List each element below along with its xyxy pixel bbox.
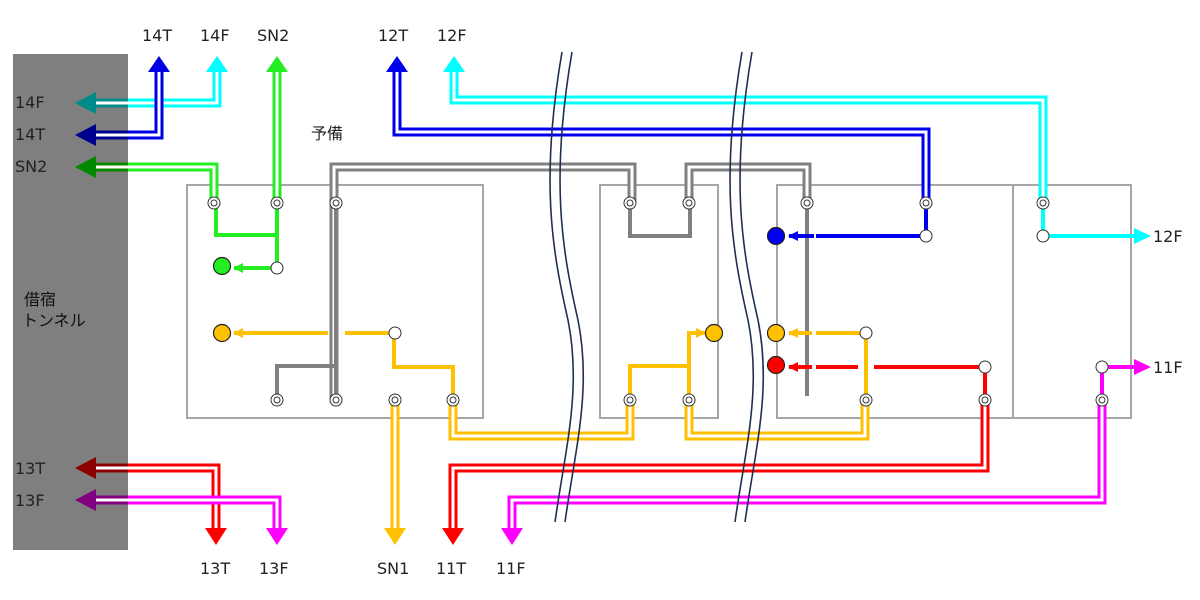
terminals (207, 196, 1109, 407)
label-top-14T: 14T (142, 26, 172, 45)
break-marks (549, 51, 765, 523)
label-bottom-11T: 11T (436, 559, 466, 578)
track-labels: 14T 14F SN2 12T 12F 14F 14T SN2 13T 13F … (15, 26, 1183, 578)
line-13F (75, 489, 288, 545)
label-bottom-13T: 13T (200, 559, 230, 578)
label-top-14F: 14F (200, 26, 230, 45)
line-13T (75, 457, 227, 545)
label-bottom-13F: 13F (259, 559, 289, 578)
tunnel-label-line2: トンネル (22, 311, 86, 330)
line-12T (386, 56, 931, 241)
lamp-red (766, 355, 786, 375)
label-bottom-11F: 11F (496, 559, 526, 578)
label-left-13T: 13T (15, 459, 45, 478)
label-right-11F: 11F (1153, 358, 1183, 377)
line-12F (443, 56, 1151, 244)
line-11F (501, 359, 1151, 545)
station-frames (186, 184, 1132, 419)
lamp-green (212, 256, 232, 276)
line-14F (75, 56, 228, 114)
line-SN1 (233, 328, 870, 545)
line-SN2 (75, 56, 288, 273)
label-left-14T: 14T (15, 125, 45, 144)
label-top-12T: 12T (378, 26, 408, 45)
tunnel-label-line1: 借宿 (24, 290, 56, 309)
label-left-SN2: SN2 (15, 157, 47, 176)
label-left-13F: 13F (15, 491, 45, 510)
spare-label: 予備 (311, 124, 343, 143)
label-top-SN2: SN2 (257, 26, 289, 45)
line-14T (75, 56, 170, 146)
lamp-amber-1 (212, 323, 232, 343)
label-right-12F: 12F (1153, 227, 1183, 246)
spare-lines (275, 162, 812, 400)
label-top-12F: 12F (437, 26, 467, 45)
lamp-blue (766, 226, 786, 246)
signal-lamps (212, 226, 786, 375)
label-bottom-SN1: SN1 (377, 559, 409, 578)
label-left-14F: 14F (15, 93, 45, 112)
lamp-amber-2 (704, 323, 724, 343)
line-11T (442, 362, 990, 545)
lamp-amber-3 (766, 323, 786, 343)
